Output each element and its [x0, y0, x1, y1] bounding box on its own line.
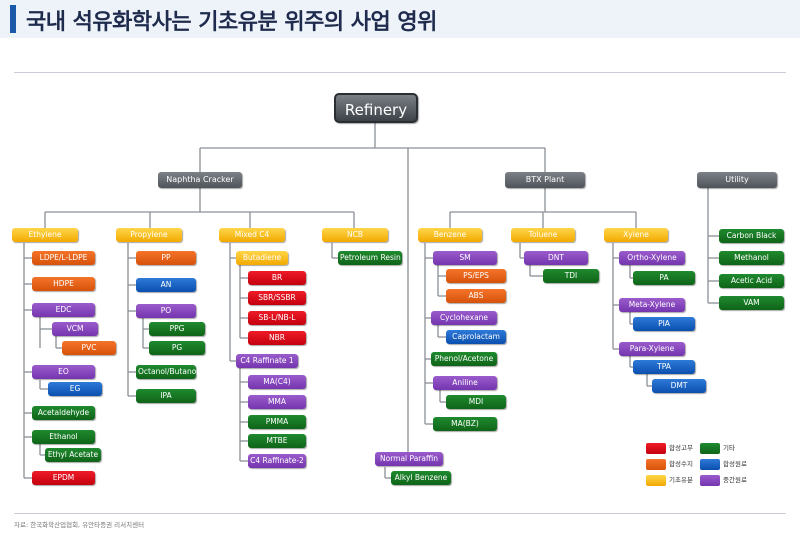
title-bar: 국내 석유화학사는 기초유분 위주의 사업 영위 [0, 0, 800, 38]
edc-node: EDC [32, 303, 95, 317]
petroleum-resin-node: Petroleum Resin [338, 251, 402, 265]
pg-node: PG [149, 341, 205, 355]
benzene-node: Benzene [418, 228, 482, 242]
page-title: 국내 석유화학사는 기초유분 위주의 사업 영위 [26, 10, 437, 35]
po-node: PO [136, 304, 196, 318]
refinery-node: Refinery [334, 93, 418, 123]
ma-c4-node: MA(C4) [248, 375, 306, 389]
dmt-node: DMT [652, 379, 706, 393]
an-node: AN [136, 278, 196, 292]
aniline-node: Aniline [433, 376, 497, 390]
pmma-node: PMMA [248, 415, 306, 429]
methanol-node: Methanol [719, 251, 784, 265]
legend-label-synthetic-raw: 합성원료 [723, 460, 747, 468]
title-accent-bar [10, 5, 16, 33]
alkyl-benzene-node: Alkyl Benzene [391, 471, 451, 485]
naphtha-cracker-node: Naphtha Cracker [158, 172, 242, 188]
br-node: BR [248, 271, 306, 285]
toluene-node: Toluene [511, 228, 575, 242]
legend-swatch-blue [700, 459, 720, 470]
caprolactam-node: Caprolactam [446, 330, 506, 344]
ethyl-acetate-node: Ethyl Acetate [45, 448, 101, 462]
legend-label-intermediate: 중간원료 [723, 476, 747, 484]
legend-swatch-red [646, 443, 666, 454]
mdi-node: MDI [446, 395, 506, 409]
normal-paraffin-node: Normal Paraffin [375, 452, 443, 466]
legend-label-synthetic-resin: 합성수지 [669, 460, 693, 468]
vcm-node: VCM [52, 322, 98, 336]
mtbe-node: MTBE [248, 434, 306, 448]
acetic-acid-node: Acetic Acid [719, 274, 784, 288]
legend-label-synthetic-rubber: 합성고무 [669, 444, 693, 452]
tdi-node: TDI [543, 269, 599, 283]
epdm-node: EPDM [32, 471, 95, 485]
tpa-node: TPA [633, 360, 695, 374]
bottom-divider [14, 513, 786, 514]
ps-eps-node: PS/EPS [446, 269, 506, 283]
top-divider [14, 72, 786, 73]
c4-raffinate-2-node: C4 Raffinate-2 [248, 454, 306, 468]
legend-label-etc: 기타 [723, 444, 735, 452]
mixed-c4-node: Mixed C4 [219, 228, 285, 242]
eo-node: EO [32, 365, 95, 379]
nbr-node: NBR [248, 331, 306, 345]
pia-node: PIA [633, 317, 695, 331]
utility-node: Utility [697, 172, 777, 188]
ma-bz-node: MA(BZ) [433, 417, 497, 431]
source-note: 자료: 한국화학산업협회, 유안타증권 리서치센터 [14, 521, 145, 529]
hdpe-node: HDPE [32, 277, 95, 291]
legend-swatch-green [700, 443, 720, 454]
legend-label-basic-oil: 기초유분 [669, 476, 693, 484]
dnt-node: DNT [524, 251, 588, 265]
legend-swatch-purple [700, 475, 720, 486]
sb-l-node: SB-L/NB-L [248, 311, 306, 325]
vam-node: VAM [719, 296, 784, 310]
cyclohexane-node: Cyclohexane [431, 311, 497, 325]
pp-node: PP [136, 251, 196, 265]
ethanol-node: Ethanol [32, 430, 95, 444]
pvc-node: PVC [62, 341, 116, 355]
legend-swatch-yellow [646, 475, 666, 486]
abs-node: ABS [446, 289, 506, 303]
ppg-node: PPG [149, 322, 205, 336]
carbon-black-node: Carbon Black [719, 229, 784, 243]
pa-node: PA [633, 271, 695, 285]
ipa-node: IPA [136, 389, 196, 403]
mma-node: MMA [248, 395, 306, 409]
ldpe-node: LDPE/L-LDPE [32, 251, 95, 265]
ortho-xylene-node: Ortho-Xylene [619, 251, 685, 265]
sbr-node: SBR/SSBR [248, 291, 306, 305]
para-xylene-node: Para-Xylene [619, 342, 685, 356]
xylene-node: Xylene [604, 228, 668, 242]
legend-swatch-orange [646, 459, 666, 470]
ethylene-node: Ethylene [12, 228, 78, 242]
eg-node: EG [48, 382, 102, 396]
octanol-butanol-node: Octanol/Butanol [136, 365, 198, 379]
sm-node: SM [433, 251, 497, 265]
butadiene-node: Butadiene [236, 251, 288, 265]
meta-xylene-node: Meta-Xylene [619, 298, 685, 312]
btx-plant-node: BTX Plant [505, 172, 585, 188]
acetaldehyde-node: Acetaldehyde [32, 406, 95, 420]
propylene-node: Propylene [116, 228, 182, 242]
phenol-acetone-node: Phenol/Acetone [431, 352, 497, 366]
ncb-node: NCB [322, 228, 388, 242]
c4-raffinate-1-node: C4 Raffinate 1 [236, 354, 298, 368]
